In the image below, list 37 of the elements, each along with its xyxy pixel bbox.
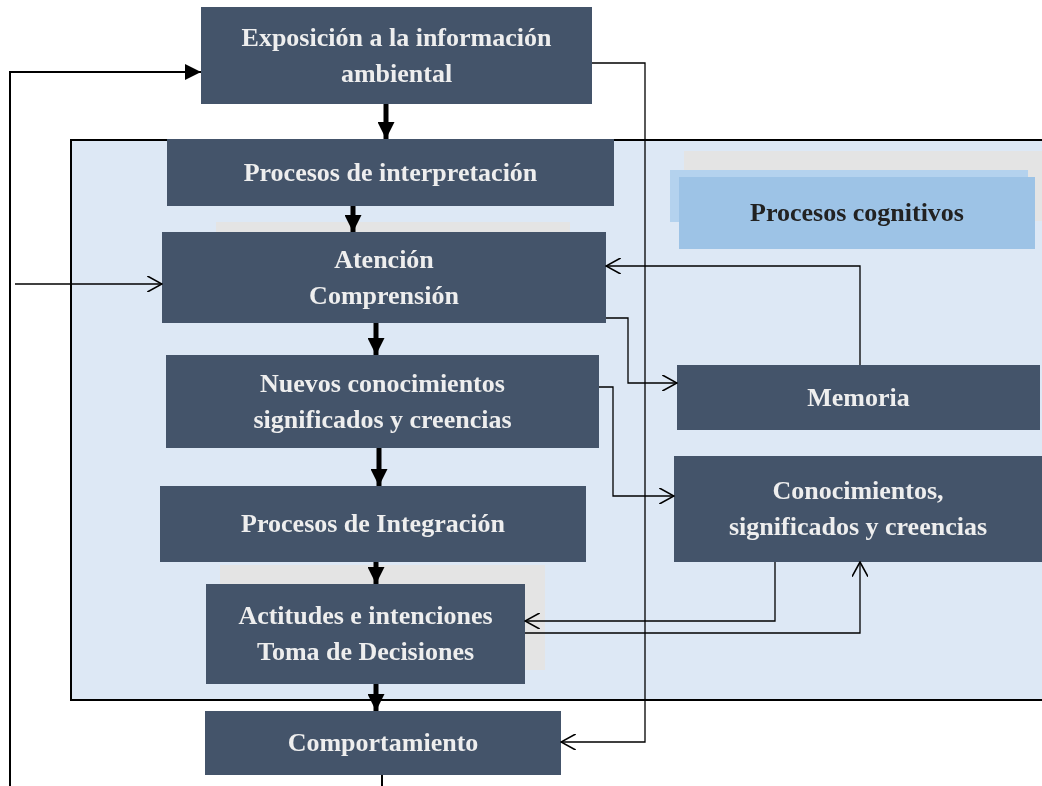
arrow bbox=[524, 561, 776, 630]
process-box bbox=[160, 486, 586, 562]
arrow bbox=[367, 562, 385, 584]
process-box bbox=[201, 7, 592, 104]
process-box bbox=[162, 232, 606, 323]
process-box bbox=[206, 584, 525, 684]
node-label: Nuevos conocimientos significados y creencias bbox=[252, 367, 513, 436]
node-label: Actitudes e intenciones bbox=[238, 600, 493, 633]
arrow bbox=[367, 323, 385, 355]
node-label: Procesos de Integración bbox=[241, 508, 505, 541]
arrow bbox=[598, 386, 675, 505]
node-label: Exposición a la información ambiental bbox=[240, 21, 553, 90]
group-frame bbox=[70, 139, 1042, 701]
node-label: Procesos cognitivos bbox=[750, 197, 964, 230]
node-label: Atención bbox=[334, 243, 434, 276]
arrow bbox=[605, 317, 678, 392]
arrow bbox=[605, 257, 861, 366]
arrow bbox=[367, 684, 385, 711]
process-box bbox=[205, 711, 561, 775]
process-box bbox=[167, 139, 614, 206]
node-label: Comprensión bbox=[309, 279, 459, 312]
arrow bbox=[524, 561, 869, 634]
arrow bbox=[377, 104, 395, 139]
arrow bbox=[9, 64, 383, 786]
node-label: Comportamiento bbox=[287, 727, 479, 760]
process-box bbox=[166, 355, 599, 448]
process-box bbox=[674, 456, 1042, 562]
arrow bbox=[560, 62, 646, 751]
arrow bbox=[370, 448, 388, 486]
node-label: Toma de Decisiones bbox=[256, 636, 475, 668]
node-label: Conocimientos, significados y creencias bbox=[727, 475, 989, 543]
heading-box bbox=[679, 177, 1035, 249]
arrow bbox=[14, 275, 163, 293]
node-label: Procesos de interpretación bbox=[243, 156, 538, 189]
arrow bbox=[344, 206, 362, 232]
node-label: Memoria bbox=[807, 381, 910, 414]
process-box bbox=[677, 365, 1040, 430]
